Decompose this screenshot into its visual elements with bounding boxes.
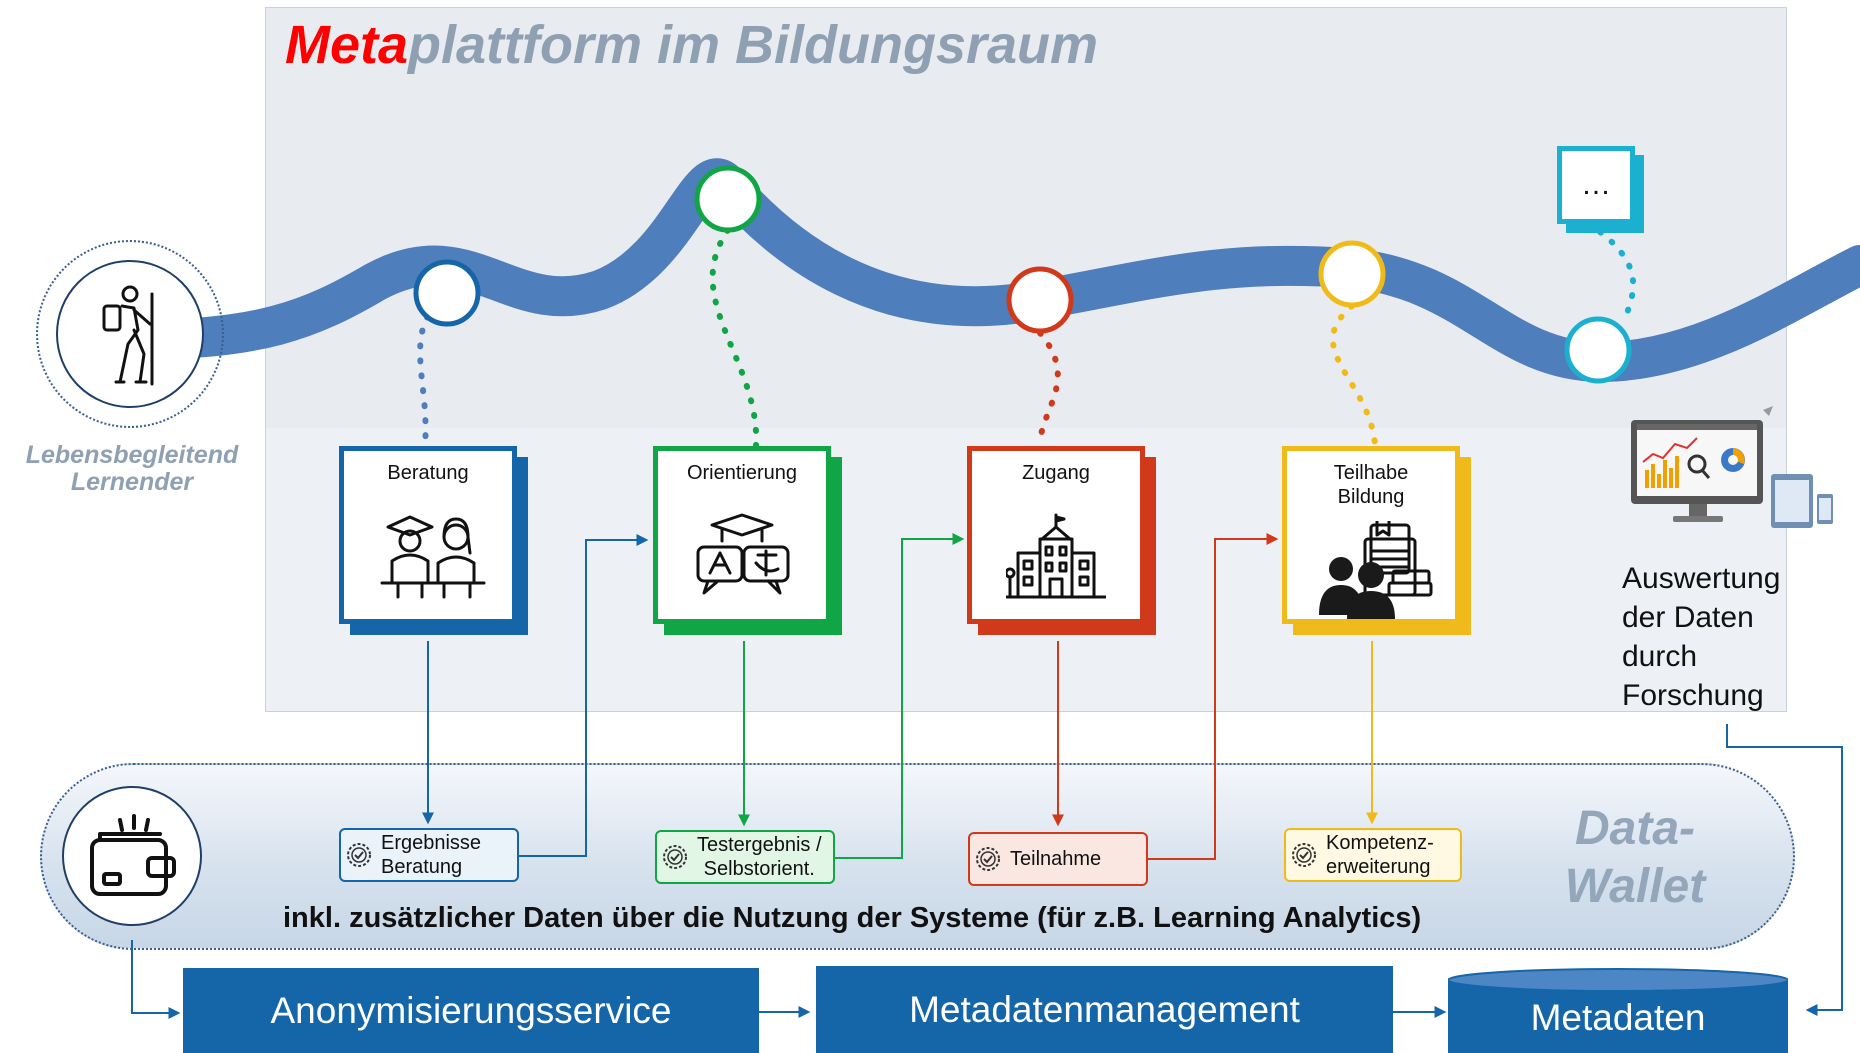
chip-ergebnisse-label: Ergebnisse Beratung <box>381 832 482 878</box>
research-label: Auswertung der Daten durch Forschung <box>1622 562 1781 712</box>
wallet-note: inkl. zusätzlicher Daten über die Nutzun… <box>283 902 1422 934</box>
arrow-research-to-metadata <box>1726 724 1843 1016</box>
chip-teilnahme-label: Teilnahme <box>1010 848 1102 870</box>
platform-title: Metaplattform im Bildungsraum <box>285 14 1098 76</box>
analytics-dashboard-icon <box>1631 406 1833 528</box>
metadata-store-label[interactable]: Metadaten <box>1530 996 1706 1038</box>
anonymization-service[interactable]: Anonymisierungsservice <box>183 968 759 1053</box>
card-orientierung[interactable]: Orientierung <box>653 446 831 624</box>
card-zugang[interactable]: Zugang <box>967 446 1145 624</box>
hiker-icon <box>102 285 154 386</box>
chip-kompetenz-label: Kompetenz- erweiterung <box>1326 832 1434 878</box>
arrow-chip1-to-orientierung <box>519 534 649 857</box>
pin-beratung <box>413 259 481 327</box>
pin-orientierung <box>694 165 762 233</box>
learner-label: Lebensbegleitend Lernender <box>25 441 239 496</box>
learning-road <box>110 158 1860 383</box>
verified-badge-icon <box>1292 843 1316 867</box>
dotted-link-teilhabe <box>1329 303 1378 448</box>
card-more[interactable]: … <box>1557 146 1635 224</box>
chip-ergebnisse-beratung[interactable]: Ergebnisse Beratung <box>339 828 519 882</box>
verified-badge-icon <box>663 845 687 869</box>
card-beratung-label: Beratung <box>387 462 469 484</box>
metadata-store-cylinder <box>1448 968 1788 1053</box>
pin-teilhabe <box>1318 240 1386 308</box>
arrow-chip3-to-teilhabe <box>1148 533 1279 860</box>
learner-circle <box>56 260 204 408</box>
dotted-link-beratung <box>417 291 450 448</box>
chip-kompetenzerweiterung[interactable]: Kompetenz- erweiterung <box>1284 828 1462 882</box>
wallet-circle <box>62 786 202 926</box>
learner-halo <box>36 240 224 428</box>
school-building-icon <box>1006 513 1106 599</box>
verified-badge-icon <box>976 847 1000 871</box>
card-zugang-label: Zugang <box>1022 462 1090 484</box>
pin-extra <box>1564 316 1632 384</box>
title-rest: plattform im Bildungsraum <box>408 15 1099 75</box>
chip-testergebnis[interactable]: Testergebnis / Selbstorient. <box>655 830 835 884</box>
data-wallet-title: Data- Wallet <box>1564 802 1706 913</box>
title-meta: Meta <box>285 15 409 75</box>
chip-testergebnis-label: Testergebnis / Selbstorient. <box>697 834 822 880</box>
dotted-link-orientierung <box>709 227 760 448</box>
chip-teilnahme[interactable]: Teilnahme <box>968 832 1148 886</box>
card-teilhabe-label: Teilhabe Bildung <box>1333 462 1409 508</box>
consultation-icon <box>380 515 486 599</box>
dotted-link-zugang <box>1037 330 1061 448</box>
arrow-wallet-to-anonymization <box>131 940 181 1019</box>
data-wallet-band <box>40 763 1795 950</box>
card-teilhabe-bildung[interactable]: Teilhabe Bildung <box>1282 446 1460 624</box>
wallet-icon <box>90 814 176 896</box>
learners-books-icon <box>1319 521 1433 619</box>
card-beratung[interactable]: Beratung <box>339 446 517 624</box>
pin-zugang <box>1006 266 1074 334</box>
language-translation-icon <box>696 513 790 595</box>
verified-badge-icon <box>347 843 371 867</box>
dotted-link-extra <box>1597 229 1637 323</box>
card-orientierung-label: Orientierung <box>686 462 798 484</box>
arrow-chip2-to-zugang <box>835 533 965 859</box>
metadata-management[interactable]: Metadatenmanagement <box>816 966 1393 1053</box>
